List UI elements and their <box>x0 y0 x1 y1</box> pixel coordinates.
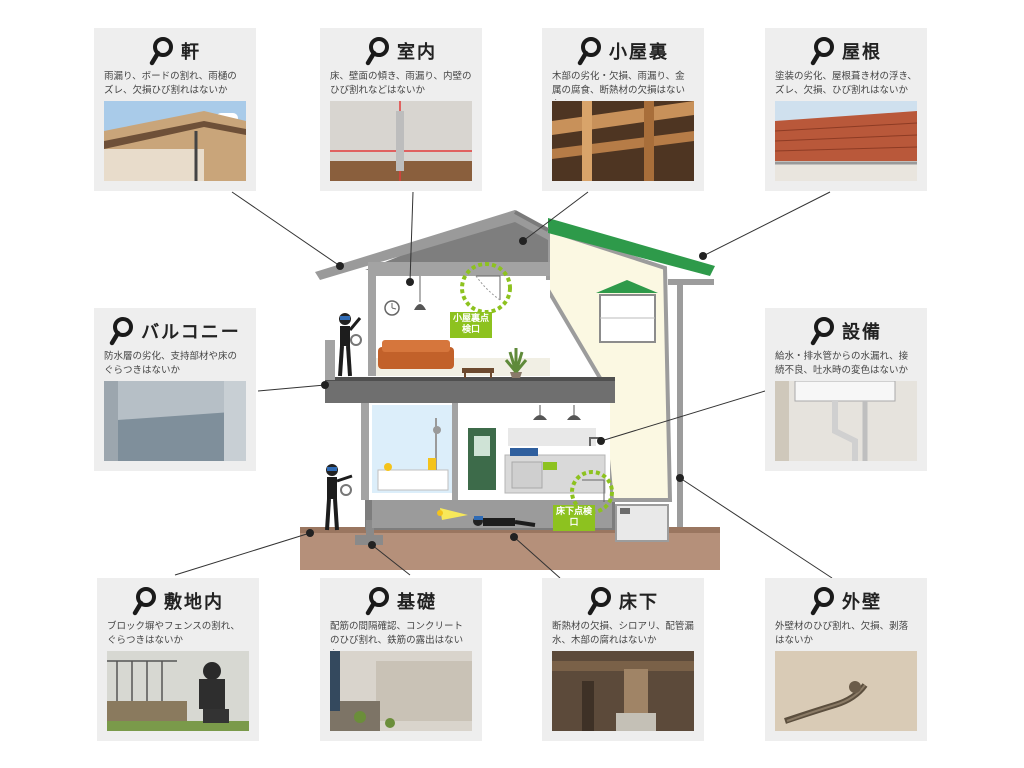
magnifier-icon <box>365 587 389 616</box>
inspection-card-balcony: バルコニー 防水層の劣化、支持部材や床のぐらつきはないか <box>94 308 256 471</box>
magnifier-icon <box>132 587 156 616</box>
inspector-underfloor <box>437 508 536 527</box>
attic-timber-photo <box>552 101 694 181</box>
living-room-furniture <box>378 276 528 378</box>
underfloor-photo <box>552 651 694 731</box>
card-title: 基礎 <box>397 592 437 613</box>
block-wall-photo <box>107 651 249 731</box>
card-description: 防水層の劣化、支持部材や床のぐらつきはないか <box>104 351 238 376</box>
card-header: 床下 <box>552 586 694 616</box>
card-description: 配筋の間隔確認、コンクリートのひび割れ、鉄筋の露出はないか <box>330 621 464 650</box>
balcony-floor-photo <box>104 381 246 461</box>
magnifier-icon <box>587 587 611 616</box>
card-header: 軒 <box>104 36 246 66</box>
inspector-balcony <box>338 313 362 377</box>
attic-hatch-label: 小屋裏点検口 <box>450 312 492 338</box>
card-description: ブロック塀やフェンスの割れ、ぐらつきはないか <box>107 621 240 646</box>
card-description: 給水・排水管からの水漏れ、接続不良、吐水時の変色はないか <box>775 351 909 376</box>
underfloor-hatch-label: 床下点検口 <box>553 505 595 531</box>
card-header: 小屋裏 <box>552 36 694 66</box>
card-header: 設備 <box>775 316 917 346</box>
card-header: 敷地内 <box>107 586 249 616</box>
faucet <box>589 437 602 446</box>
inspection-card-eaves: 軒 雨漏り、ボードの割れ、雨樋のズレ、欠損ひび割れはないか <box>94 28 256 191</box>
inspection-card-foundation: 基礎 配筋の間隔確認、コンクリートのひび割れ、鉄筋の露出はないか <box>320 578 482 741</box>
inspection-card-interior: 室内 床、壁面の傾き、雨漏り、内壁のひび割れなどはないか <box>320 28 482 191</box>
magnifier-icon <box>810 317 834 346</box>
leader-dots <box>306 237 707 549</box>
magnifier-icon <box>149 37 173 66</box>
card-header: 屋根 <box>775 36 917 66</box>
card-title: 敷地内 <box>164 592 224 613</box>
card-description: 外壁材のひび割れ、欠損、剥落はないか <box>775 621 909 646</box>
card-header: 外壁 <box>775 586 917 616</box>
magnifier-icon <box>365 37 389 66</box>
card-header: 室内 <box>330 36 472 66</box>
card-title: 外壁 <box>842 592 882 613</box>
card-title: バルコニー <box>141 322 241 343</box>
inspection-card-equipment: 設備 給水・排水管からの水漏れ、接続不良、吐水時の変色はないか <box>765 308 927 471</box>
foundation-photo <box>330 651 472 731</box>
magnifier-icon <box>810 587 834 616</box>
leader-lines <box>174 191 833 579</box>
roof-tiles-photo <box>775 101 917 181</box>
card-description: 塗装の劣化、屋根葺き材の浮き、ズレ、欠損、ひび割れはないか <box>775 71 917 96</box>
exterior-wall-right <box>546 227 714 542</box>
inspection-card-exterior: 外壁 外壁材のひび割れ、欠損、剥落はないか <box>765 578 927 741</box>
card-description: 断熱材の欠損、シロアリ、配管漏水、木部の腐れはないか <box>552 621 694 646</box>
inspection-card-roof: 屋根 塗装の劣化、屋根葺き材の浮き、ズレ、欠損、ひび割れはないか <box>765 28 927 191</box>
inspector-site <box>325 464 353 531</box>
magnifier-icon <box>577 37 601 66</box>
card-title: 設備 <box>842 322 882 343</box>
card-title: 床下 <box>619 592 659 613</box>
card-title: 屋根 <box>842 42 882 63</box>
inspection-card-underfloor: 床下 断熱材の欠損、シロアリ、配管漏水、木部の腐れはないか <box>542 578 704 741</box>
magnifier-icon <box>109 317 134 346</box>
card-title: 軒 <box>181 42 201 63</box>
room-laser-level-photo <box>330 101 472 181</box>
card-header: バルコニー <box>104 316 246 346</box>
card-title: 室内 <box>397 42 437 63</box>
card-description: 木部の劣化・欠損、雨漏り、金属の腐食、断熱材の欠損はないか <box>552 71 686 100</box>
card-header: 基礎 <box>330 586 472 616</box>
card-title: 小屋裏 <box>609 42 669 63</box>
inspection-card-attic: 小屋裏 木部の劣化・欠損、雨漏り、金属の腐食、断熱材の欠損はないか <box>542 28 704 191</box>
sink-pipes-photo <box>775 381 917 461</box>
card-description: 雨漏り、ボードの割れ、雨樋のズレ、欠損ひび割れはないか <box>104 71 237 96</box>
magnifier-icon <box>810 37 834 66</box>
exterior-wall-photo <box>775 651 917 731</box>
inspection-card-site: 敷地内 ブロック塀やフェンスの割れ、ぐらつきはないか <box>97 578 259 741</box>
card-description: 床、壁面の傾き、雨漏り、内壁のひび割れなどはないか <box>330 71 472 96</box>
eaves-gutter-photo <box>104 101 246 181</box>
